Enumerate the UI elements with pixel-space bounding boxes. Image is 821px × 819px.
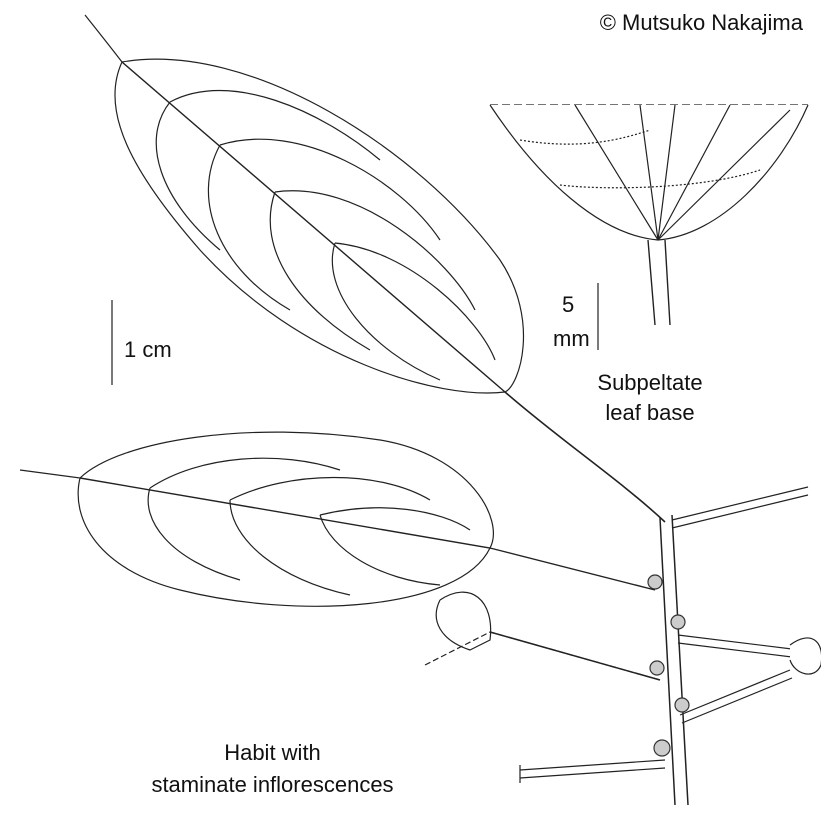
inset-caption-line2: leaf base: [605, 400, 695, 425]
scale-label-5-value: 5: [562, 292, 575, 317]
stem: [519, 486, 821, 806]
credit-text: © Mutsuko Nakajima: [599, 10, 803, 35]
scale-label-1cm: 1 cm: [124, 337, 172, 362]
habit-caption-line2: staminate inflorescences: [151, 772, 394, 797]
inset-leaf-base: [489, 104, 809, 326]
habit-caption: Habit with staminate inflorescences: [100, 740, 445, 798]
inset-caption: Subpeltate leaf base: [575, 370, 725, 426]
inflorescence-clusters: [647, 574, 690, 757]
inset-caption-line1: Subpeltate: [597, 370, 703, 395]
lower-leaf: [19, 431, 661, 681]
habit-caption-line1: Habit with: [224, 740, 321, 765]
scale-label-5-unit: mm: [553, 326, 590, 351]
upper-leaf: [84, 14, 666, 523]
